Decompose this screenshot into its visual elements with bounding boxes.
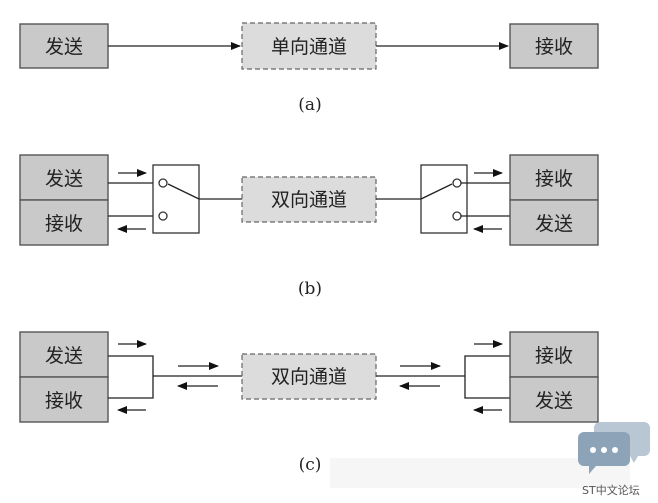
caption-a: (a) — [298, 95, 321, 115]
send-label-c-right: 发送 — [535, 390, 573, 412]
caption-b: (b) — [298, 279, 322, 299]
wire-c-right — [464, 355, 510, 399]
chat-bubbles-icon — [578, 422, 650, 474]
switch-contact-right-top — [452, 178, 462, 188]
send-label-b-right: 发送 — [535, 213, 573, 235]
switch-contact-left-top — [158, 178, 168, 188]
send-box-c-right — [509, 376, 599, 423]
receive-label-b-left: 接收 — [45, 213, 83, 235]
receive-box-c-right — [509, 331, 599, 378]
send-box-a — [19, 23, 109, 69]
switch-lever-right — [420, 183, 453, 200]
simplex-channel-label: 单向通道 — [271, 36, 347, 58]
switch-contact-right-bottom — [452, 211, 462, 221]
send-label-c-left: 发送 — [45, 345, 83, 367]
watermark: ST中文论坛 — [578, 422, 650, 497]
receive-box-c-left — [19, 376, 109, 423]
watermark-text: ST中文论坛 — [582, 483, 640, 497]
switch-lever-left — [167, 183, 200, 200]
send-box-b-right — [509, 199, 599, 246]
receive-label-c-left: 接收 — [45, 390, 83, 412]
diagram-c-full-duplex: 发送 接收 双向通道 接收 发送 (c) — [19, 331, 599, 475]
receive-label-b-right: 接收 — [535, 168, 573, 190]
switch-b-right — [420, 164, 468, 234]
receive-box-b-right — [509, 154, 599, 201]
caption-c: (c) — [299, 455, 322, 475]
duplex-channel-label-b: 双向通道 — [271, 189, 347, 211]
send-label-a: 发送 — [45, 36, 83, 58]
receive-label-a: 接收 — [535, 36, 573, 58]
receive-box-b-left — [19, 199, 109, 246]
duplex-channel-box-c — [241, 353, 377, 400]
wire-c-left — [108, 355, 154, 399]
receive-box-a — [509, 23, 599, 69]
duplex-channel-label-c: 双向通道 — [271, 366, 347, 388]
diagram-a-simplex: 发送 单向通道 接收 (a) — [19, 22, 599, 115]
switch-b-left — [152, 164, 200, 234]
diagram-b-half-duplex: 发送 接收 双向通道 接收 发送 (b) — [19, 154, 599, 299]
send-box-c-left — [19, 331, 109, 378]
send-box-b-left — [19, 154, 109, 201]
send-label-b-left: 发送 — [45, 168, 83, 190]
receive-label-c-right: 接收 — [535, 345, 573, 367]
switch-contact-left-bottom — [158, 211, 168, 221]
simplex-channel-box — [241, 22, 377, 70]
